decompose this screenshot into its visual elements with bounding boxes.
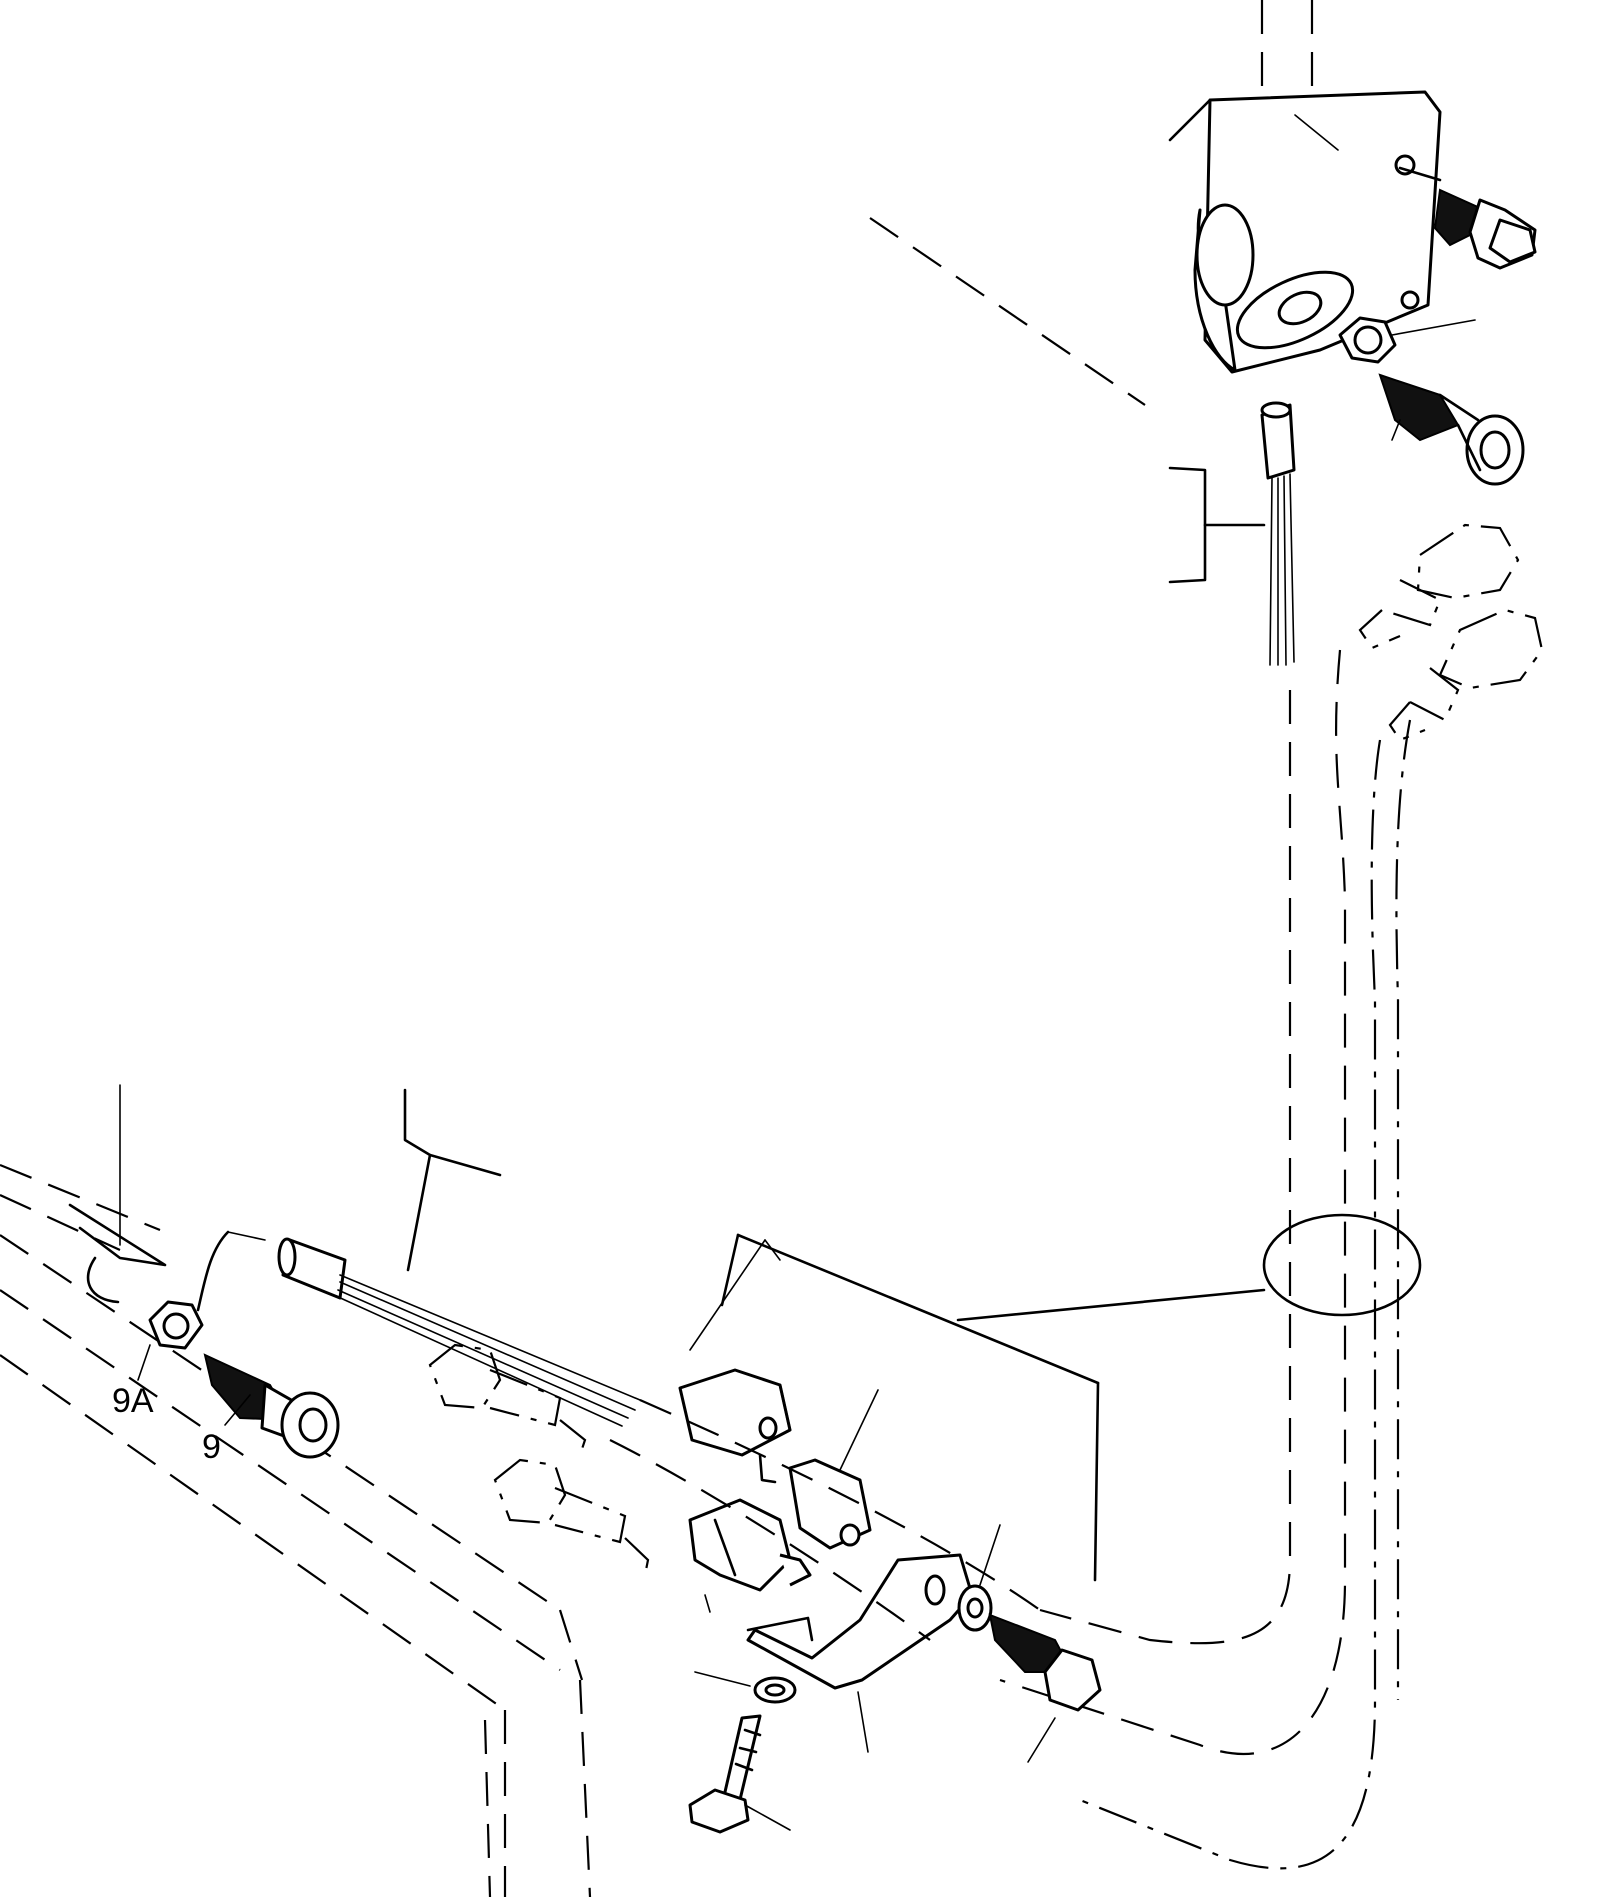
upper-bolt-1 <box>1398 166 1537 270</box>
grommet-marker <box>1262 1213 1422 1317</box>
bolt-lower <box>688 1714 791 1834</box>
washer-right <box>957 1524 1001 1632</box>
angle-bracket <box>746 1553 974 1753</box>
cable-routing-dashed <box>999 649 1412 1870</box>
lower-hose-fittings <box>428 1343 650 1576</box>
clamp-half-upper <box>788 1389 879 1550</box>
clamp-callout <box>720 1233 1100 1582</box>
bolt-right <box>988 1613 1102 1763</box>
upper-nut <box>1338 316 1476 364</box>
washer-lower <box>694 1671 797 1704</box>
nut-9a <box>137 1230 266 1381</box>
callout-label-9a: 9A <box>112 1382 154 1420</box>
upper-bolt-2 <box>1378 373 1525 486</box>
callout-label-9: 9 <box>202 1428 221 1466</box>
upper-cable-end <box>1168 401 1296 666</box>
clamp-half-lower <box>688 1498 812 1613</box>
upper-hose-fittings <box>1358 523 1544 742</box>
bolt-9 <box>203 1353 340 1459</box>
panel-clip <box>68 1084 167 1267</box>
upper-mounting-bracket <box>1168 0 1442 374</box>
clamp-block <box>678 1239 792 1484</box>
lower-cable-end <box>277 1088 641 1427</box>
